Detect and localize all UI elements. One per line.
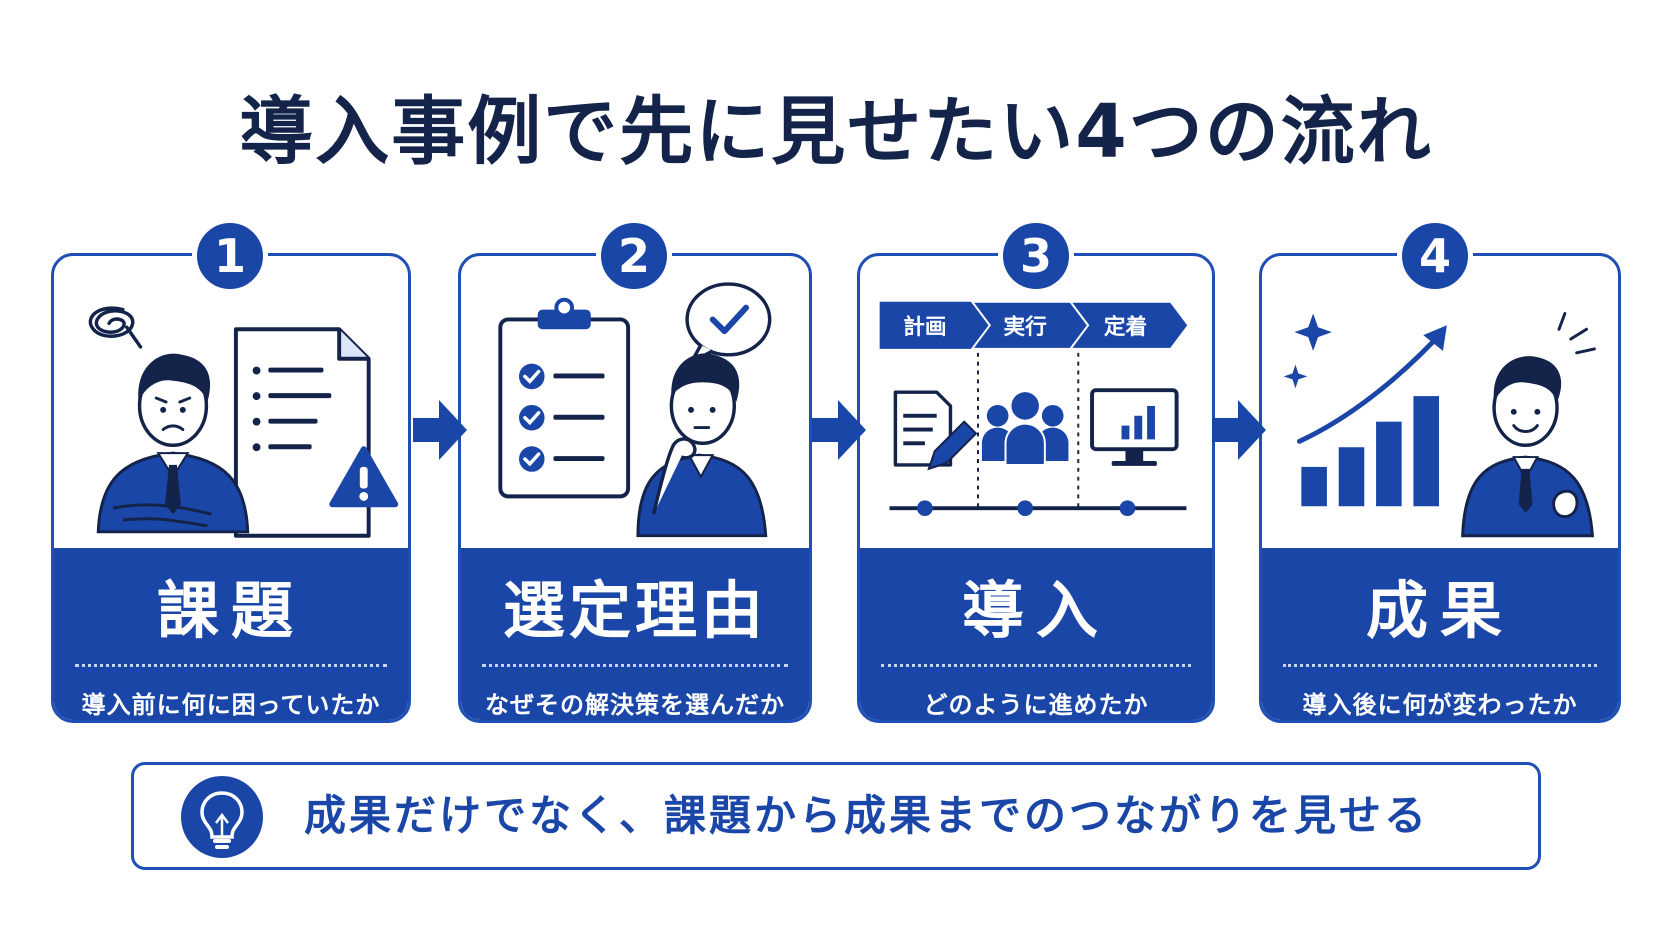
thinking-person-icon	[636, 353, 768, 538]
confusion-squiggle-icon	[88, 306, 143, 349]
checklist-clipboard-icon	[498, 297, 631, 499]
document-pen-icon	[893, 390, 978, 471]
step-3-number-badge: 3	[998, 218, 1074, 294]
step-4-description: 導入後に何が変わったか	[1302, 691, 1578, 719]
page-title: 導入事例で先に見せたい4つの流れ	[239, 89, 1433, 175]
step-card-implementation: 計画 実行 定着	[857, 253, 1215, 723]
phase-chevrons: 計画 実行 定着	[879, 300, 1190, 350]
step-card-selection-reason: 選定理由 なぜその解決策を選んだか	[458, 253, 812, 723]
step-1-divider	[75, 664, 387, 667]
phase-label-execute: 実行	[1004, 314, 1048, 340]
thinking-businessman-illustration	[498, 282, 772, 538]
step-2-number-badge: 2	[596, 218, 672, 294]
step-4-divider	[1283, 664, 1597, 667]
phase-label-establish: 定着	[1104, 314, 1147, 340]
step-card-results: 成果 導入後に何が変わったか	[1259, 253, 1621, 723]
key-point-text: 成果だけでなく、課題から成果までのつながりを見せる	[304, 791, 1430, 840]
step-4-number-badge: 4	[1397, 218, 1473, 294]
growth-bar-chart-icon	[1296, 325, 1447, 507]
team-icon	[981, 392, 1069, 466]
step-3-label: 導入	[961, 574, 1110, 647]
step-3-divider	[881, 664, 1191, 667]
flow-arrow-icon	[1212, 400, 1266, 460]
sparkle-icon	[1283, 313, 1332, 389]
phase-label-plan: 計画	[903, 314, 946, 340]
troubled-person-icon	[96, 353, 250, 534]
step-1-caption: 課題 導入前に何に困っていたか	[54, 548, 408, 720]
step-3-caption: 導入 どのように進めたか	[860, 548, 1212, 720]
document-icon	[233, 327, 371, 538]
happy-person-icon	[1461, 356, 1595, 538]
key-point-callout: 成果だけでなく、課題から成果までのつながりを見せる	[131, 762, 1541, 870]
step-3-description: どのように進めたか	[923, 691, 1149, 719]
step-1-label: 課題	[156, 574, 305, 647]
monitor-chart-icon	[1090, 388, 1179, 466]
implementation-timeline-illustration: 計画 実行 定着	[879, 300, 1190, 517]
timeline-icon	[889, 500, 1187, 517]
flow-arrow-icon	[812, 400, 866, 460]
check-speech-bubble-icon	[685, 282, 772, 365]
step-1-number-badge: 1	[192, 218, 268, 294]
warning-icon	[329, 446, 399, 508]
step-2-caption: 選定理由 なぜその解決策を選んだか	[461, 548, 809, 720]
troubled-businessman-illustration	[88, 306, 399, 538]
step-2-label: 選定理由	[502, 574, 767, 647]
step-2-description: なぜその解決策を選んだか	[485, 691, 785, 719]
flow-arrow-icon	[413, 400, 467, 460]
lightbulb-icon	[181, 776, 263, 858]
step-4-label: 成果	[1365, 574, 1514, 647]
results-growth-illustration	[1283, 312, 1596, 538]
step-card-issue: 課題 導入前に何に困っていたか	[51, 253, 411, 723]
step-1-description: 導入前に何に困っていたか	[81, 691, 381, 719]
step-2-divider	[481, 664, 789, 667]
emphasis-lines-icon	[1557, 312, 1596, 355]
step-4-caption: 成果 導入後に何が変わったか	[1262, 548, 1618, 720]
